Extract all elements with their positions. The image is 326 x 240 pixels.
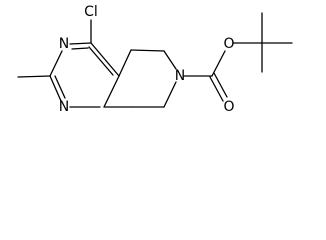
bond-carbonyl-c-o-ester (211, 50, 226, 77)
atom-label-n-top: N (59, 36, 69, 52)
chemical-structure: Cl N N N O O (17, 4, 293, 115)
bond-c5b-n6 (163, 50, 177, 70)
bond-c4a-c4 (90, 42, 120, 77)
bond-c8a-c4a (103, 75, 120, 108)
bond-c5-c5b (130, 49, 165, 52)
bond-n3-c2 (49, 50, 63, 77)
bond-c4-n3-inner (71, 47, 89, 50)
atom-label-n-ring: N (175, 68, 185, 84)
bond-c2-n1 (49, 75, 62, 102)
atom-label-o-ester: O (223, 36, 234, 52)
bond-c2-methyl (17, 75, 51, 78)
bond-c4a-c4-inner (88, 46, 114, 76)
bond-c2-n1-inner (54, 75, 66, 99)
atom-label-cl: Cl (84, 4, 98, 20)
bond-n6-c7 (163, 81, 177, 108)
atom-label-o-carbonyl: O (223, 99, 234, 115)
bond-carbonyl-c-o-double-1 (209, 76, 224, 102)
bond-c4-n3 (69, 42, 92, 45)
atom-labels: Cl N N N O O (59, 4, 235, 115)
bond-carbonyl-c-o-double-2 (213, 72, 228, 98)
bond-lines (17, 12, 293, 108)
bond-c4a-c5 (118, 49, 132, 77)
atom-label-n-bottom: N (59, 99, 69, 115)
